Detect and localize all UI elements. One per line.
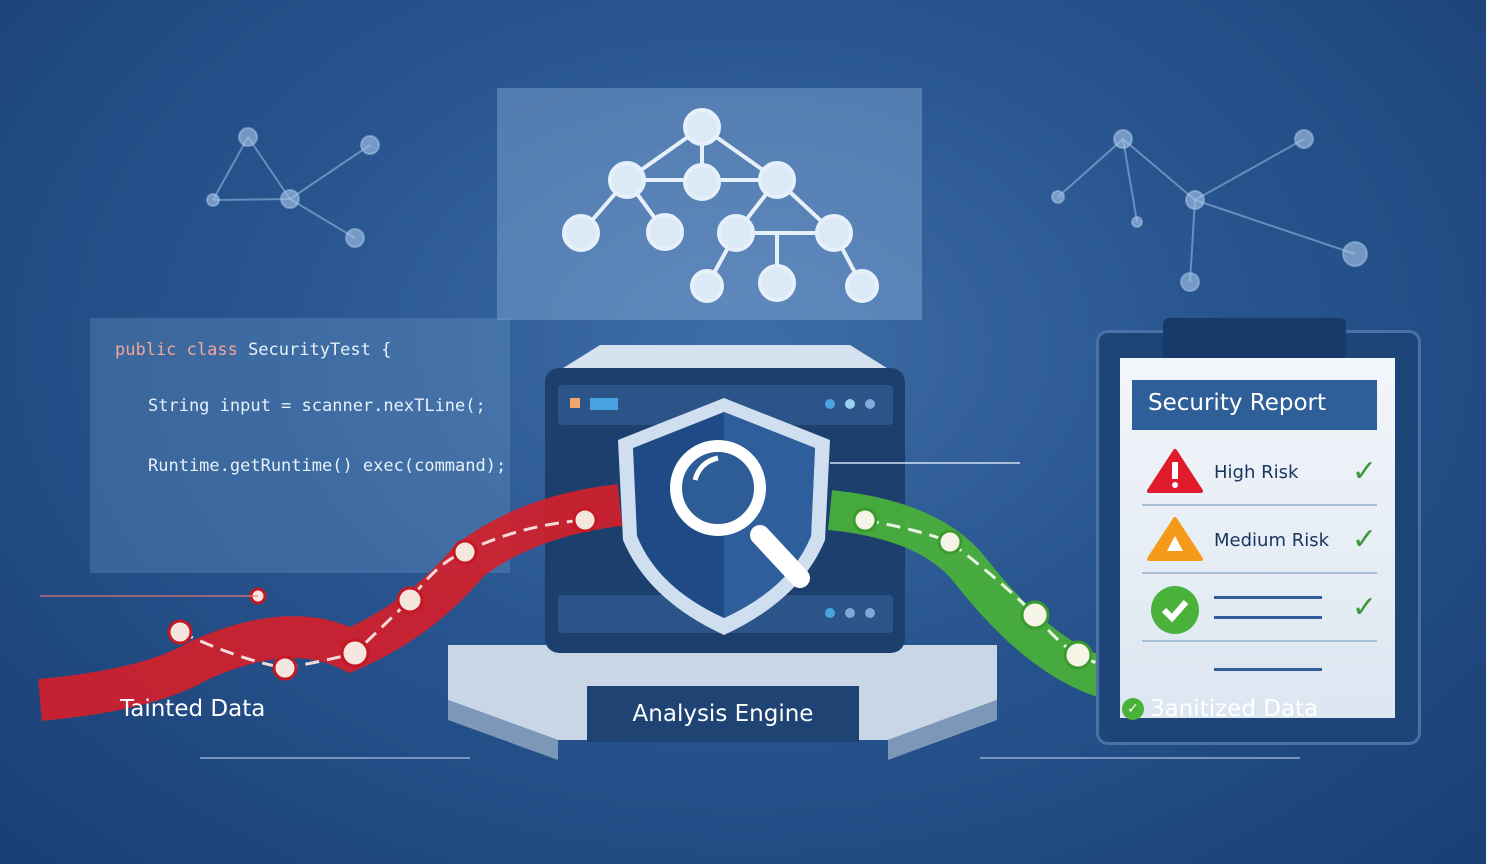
code-panel: public class SecurityTest { String input… — [90, 318, 510, 573]
report-item-label: Medium Risk — [1214, 530, 1330, 551]
check-icon: ✓ — [1351, 522, 1377, 557]
report-item-label: High Risk — [1214, 462, 1299, 483]
tree-graph-icon — [562, 108, 879, 303]
security-report: Security Report High Risk ✓ Medium Risk … — [1120, 358, 1395, 718]
report-item: Medium Risk ✓ — [1142, 508, 1377, 574]
code-line-2: String input = scanner.nexTLine(; — [148, 396, 486, 416]
code-class-name: SecurityTest { — [237, 340, 392, 360]
magnifier-icon — [670, 440, 810, 588]
check-icon: ✓ — [1351, 590, 1377, 625]
sanitized-data-label: 3anitized Data — [1150, 696, 1319, 722]
report-title: Security Report — [1132, 380, 1377, 430]
code-keyword: public class — [115, 340, 238, 360]
report-item: ✓ — [1142, 576, 1377, 642]
passed-check-circle-icon — [1151, 586, 1199, 634]
network-graph-left-icon — [206, 127, 380, 248]
medium-risk-warning-icon — [1147, 517, 1203, 561]
check-icon: ✓ — [1351, 454, 1377, 489]
report-item: High Risk ✓ — [1142, 440, 1377, 506]
tainted-data-label: Tainted Data — [120, 696, 266, 722]
tainted-nodes — [167, 507, 598, 681]
code-line-3: Runtime.getRuntime() exec(command); — [148, 456, 507, 476]
shield-check-icon: ✓ — [1122, 698, 1144, 720]
server-top — [560, 345, 890, 370]
analysis-engine-label: Analysis Engine — [587, 686, 859, 742]
network-graph-right-icon — [1051, 129, 1368, 292]
high-risk-warning-icon — [1147, 449, 1203, 493]
